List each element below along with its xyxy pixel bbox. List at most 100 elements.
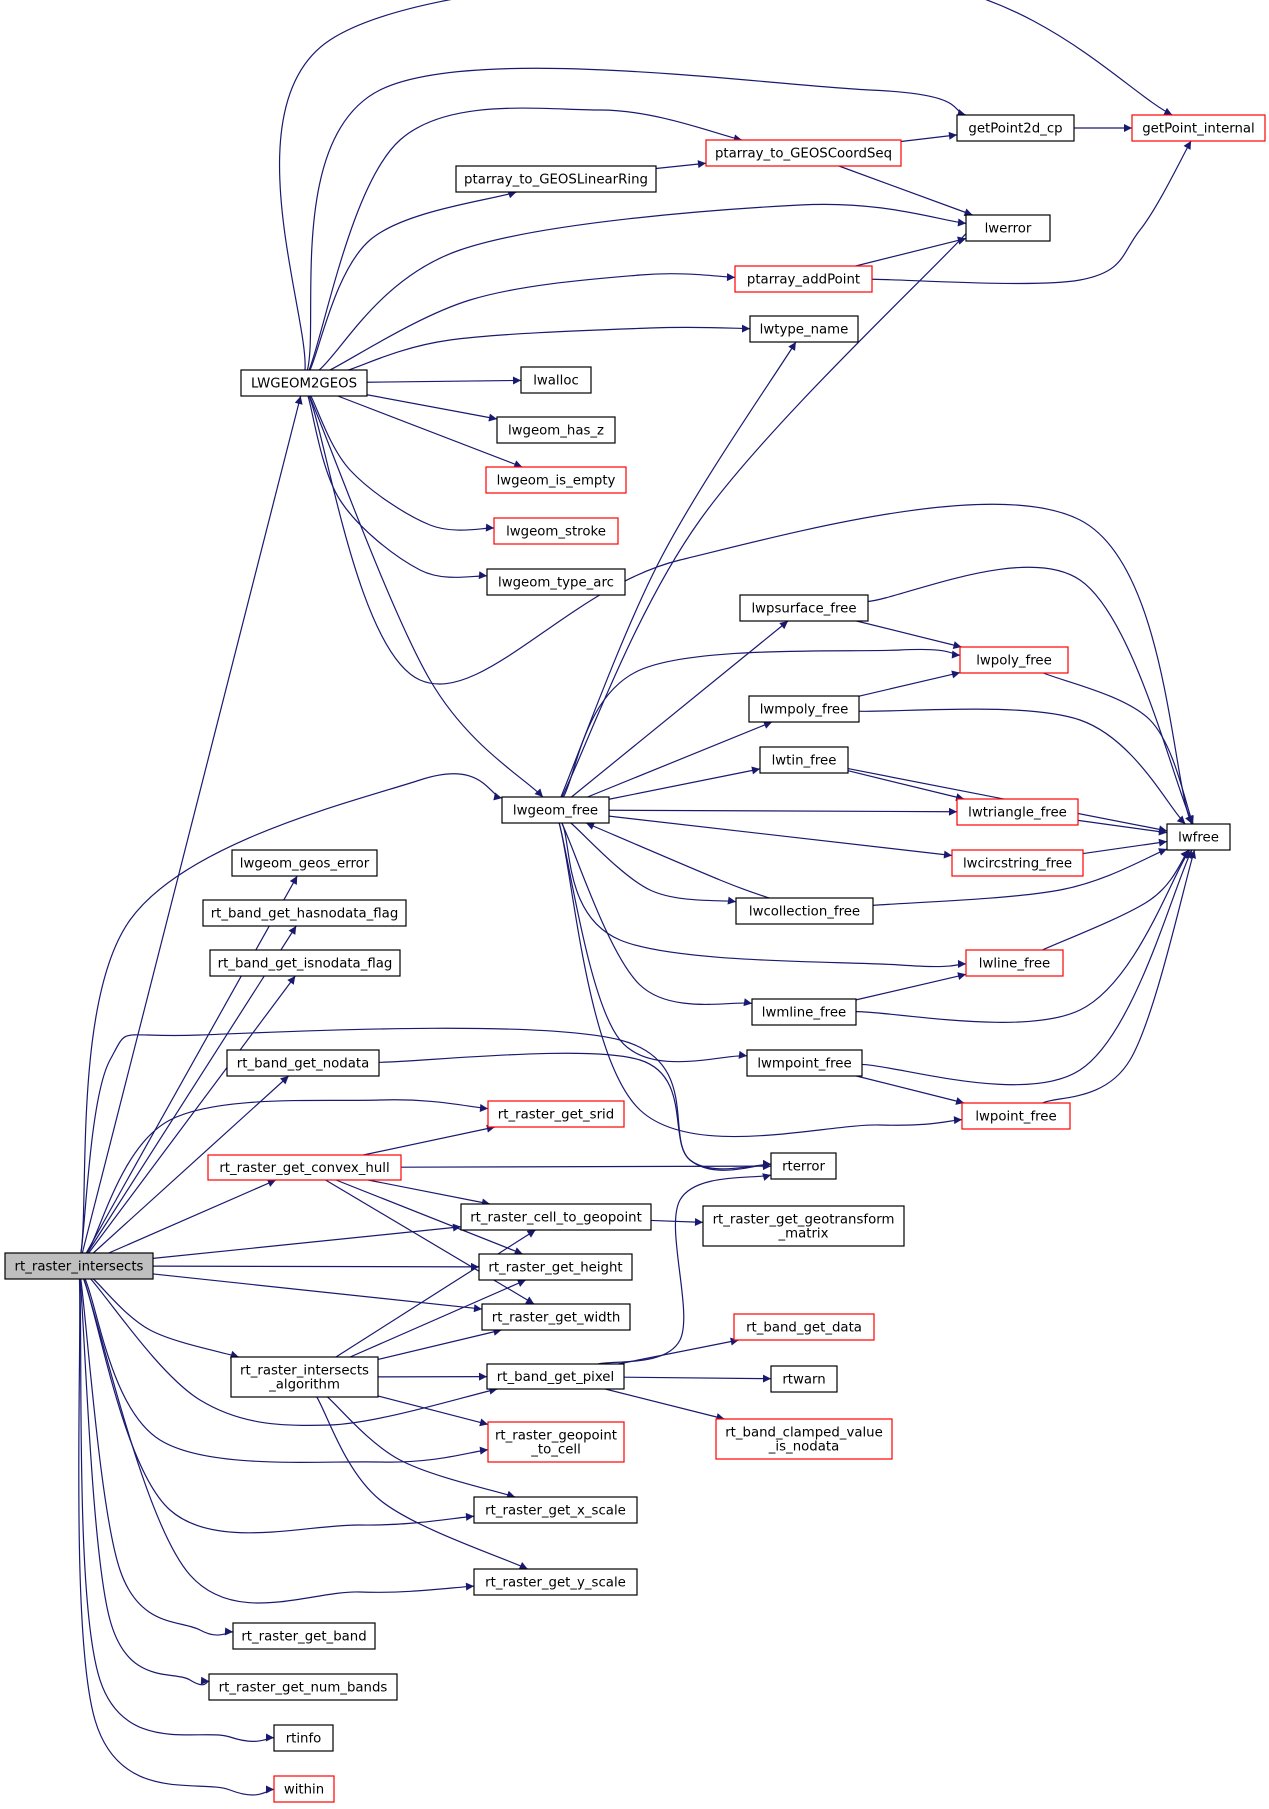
node-label: lwpsurface_free xyxy=(751,602,856,617)
node-label: ptarray_addPoint xyxy=(747,273,860,288)
edge-rt_raster_intersects-to-rt_raster_get_y_scale xyxy=(83,1278,475,1604)
node-lwpoly_free[interactable]: lwpoly_free xyxy=(959,646,1069,674)
node-rt_band_get_data[interactable]: rt_band_get_data xyxy=(733,1313,875,1341)
node-box xyxy=(226,1049,380,1077)
edge-LWGEOM2GEOS-to-getPoint2d_cp xyxy=(306,67,966,371)
edge-ptarray_addPoint-to-getPoint_internal xyxy=(871,140,1192,285)
node-label: ptarray_to_GEOSCoordSeq xyxy=(715,147,892,162)
edge-rt_raster_intersects_algorithm-to-rt_raster_get_x_scale xyxy=(327,1396,516,1499)
node-lwmpoly_free[interactable]: lwmpoly_free xyxy=(748,695,860,723)
node-box xyxy=(715,1418,893,1460)
node-ptarray_to_GEOSLinearRing[interactable]: ptarray_to_GEOSLinearRing xyxy=(455,165,657,193)
node-within[interactable]: within xyxy=(273,1775,335,1803)
node-lwfree[interactable]: lwfree xyxy=(1166,823,1231,851)
node-rt_band_clamped_value_is_nodata[interactable]: rt_band_clamped_value_is_nodata xyxy=(715,1418,893,1460)
node-label: lwgeom_stroke xyxy=(506,525,606,540)
node-lwalloc[interactable]: lwalloc xyxy=(520,366,592,394)
node-lwmline_free[interactable]: lwmline_free xyxy=(751,998,857,1026)
node-lwgeom_free[interactable]: lwgeom_free xyxy=(501,796,610,824)
node-lwpoint_free[interactable]: lwpoint_free xyxy=(961,1102,1071,1130)
edge-lwgeom_free-to-lwpsurface_free xyxy=(571,620,789,798)
node-lwgeom_has_z[interactable]: lwgeom_has_z xyxy=(496,416,616,444)
node-rt_band_get_isnodata_flag[interactable]: rt_band_get_isnodata_flag xyxy=(209,949,401,977)
node-box xyxy=(202,899,407,927)
node-lwgeom_stroke[interactable]: lwgeom_stroke xyxy=(493,517,619,545)
node-box xyxy=(520,366,592,394)
node-rt_raster_get_height[interactable]: rt_raster_get_height xyxy=(478,1253,633,1281)
node-rt_raster_get_convex_hull[interactable]: rt_raster_get_convex_hull xyxy=(207,1154,402,1181)
node-rt_raster_get_y_scale[interactable]: rt_raster_get_y_scale xyxy=(473,1568,638,1596)
edge-lwgeom_free-to-lwcollection_free xyxy=(570,822,737,905)
node-lwtin_free[interactable]: lwtin_free xyxy=(759,746,849,774)
node-box xyxy=(961,1102,1071,1130)
node-rt_raster_get_srid[interactable]: rt_raster_get_srid xyxy=(487,1100,625,1128)
edge-ptarray_to_GEOSLinearRing-to-ptarray_to_GEOSCoordSeq xyxy=(655,160,707,170)
node-rt_band_get_nodata[interactable]: rt_band_get_nodata xyxy=(226,1049,380,1077)
node-box xyxy=(4,1252,154,1280)
node-lwcollection_free[interactable]: lwcollection_free xyxy=(735,897,874,925)
node-lwmpoint_free[interactable]: lwmpoint_free xyxy=(746,1049,863,1077)
node-LWGEOM2GEOS[interactable]: LWGEOM2GEOS xyxy=(240,369,368,397)
node-rt_band_get_pixel[interactable]: rt_band_get_pixel xyxy=(486,1363,625,1390)
node-getPoint_internal[interactable]: getPoint_internal xyxy=(1131,114,1266,142)
node-box xyxy=(208,1673,398,1701)
node-label: rt_raster_get_convex_hull xyxy=(219,1161,389,1176)
node-box xyxy=(748,695,860,723)
node-label: rt_band_get_pixel xyxy=(497,1370,614,1385)
edge-LWGEOM2GEOS-to-lwtype_name xyxy=(347,324,751,371)
node-lwline_free[interactable]: lwline_free xyxy=(965,949,1064,977)
edge-rt_raster_intersects-to-rt_raster_intersects_algorithm xyxy=(93,1278,239,1359)
node-lwgeom_geos_error[interactable]: lwgeom_geos_error xyxy=(231,849,378,877)
node-box xyxy=(1131,114,1266,142)
edge-ptarray_to_GEOSCoordSeq-to-getPoint2d_cp xyxy=(900,131,958,143)
node-rt_raster_get_x_scale[interactable]: rt_raster_get_x_scale xyxy=(473,1496,638,1524)
node-box xyxy=(746,1049,863,1077)
node-lwtriangle_free[interactable]: lwtriangle_free xyxy=(956,798,1079,826)
edge-lwline_free-to-lwfree xyxy=(1042,849,1189,951)
edge-lwgeom_free-to-lwmpoly_free xyxy=(587,721,773,798)
node-label: rt_raster_get_band xyxy=(241,1630,366,1645)
node-lwgeom_type_arc[interactable]: lwgeom_type_arc xyxy=(486,568,626,596)
node-lwcircstring_free[interactable]: lwcircstring_free xyxy=(951,849,1084,877)
node-label: LWGEOM2GEOS xyxy=(251,377,357,392)
node-rtinfo[interactable]: rtinfo xyxy=(273,1724,334,1752)
node-rt_raster_get_band[interactable]: rt_raster_get_band xyxy=(232,1622,376,1650)
node-label: getPoint2d_cp xyxy=(968,122,1062,137)
node-rt_raster_get_geotransform_matrix[interactable]: rt_raster_get_geotransform_matrix xyxy=(702,1205,905,1247)
edge-rt_raster_intersects-to-LWGEOM2GEOS xyxy=(81,395,303,1254)
edge-rt_raster_intersects-to-rt_raster_get_convex_hull xyxy=(108,1179,277,1254)
node-label: rt_band_get_nodata xyxy=(237,1057,369,1072)
node-rt_raster_intersects_algorithm[interactable]: rt_raster_intersects_algorithm xyxy=(230,1356,379,1398)
edge-LWGEOM2GEOS-to-ptarray_to_GEOSLinearRing xyxy=(309,190,517,371)
node-label: rt_raster_cell_to_geopoint xyxy=(470,1211,642,1226)
node-rt_raster_cell_to_geopoint[interactable]: rt_raster_cell_to_geopoint xyxy=(460,1203,652,1231)
node-lwgeom_is_empty[interactable]: lwgeom_is_empty xyxy=(485,466,627,494)
edge-LWGEOM2GEOS-to-lwgeom_has_z xyxy=(366,394,498,422)
node-rt_raster_get_num_bands[interactable]: rt_raster_get_num_bands xyxy=(208,1673,398,1701)
node-rtwarn[interactable]: rtwarn xyxy=(770,1365,838,1393)
node-rt_band_get_hasnodata_flag[interactable]: rt_band_get_hasnodata_flag xyxy=(202,899,407,927)
node-getPoint2d_cp[interactable]: getPoint2d_cp xyxy=(956,114,1075,142)
edge-lwgeom_free-to-lwmline_free xyxy=(561,822,753,1007)
node-box xyxy=(273,1724,334,1752)
node-lwpsurface_free[interactable]: lwpsurface_free xyxy=(739,594,869,622)
edge-rt_raster_get_convex_hull-to-rt_raster_get_srid xyxy=(363,1124,496,1156)
node-box xyxy=(473,1568,638,1596)
node-box xyxy=(481,1303,631,1331)
node-lwtype_name[interactable]: lwtype_name xyxy=(749,315,859,343)
node-rt_raster_geopoint_to_cell[interactable]: rt_raster_geopoint_to_cell xyxy=(487,1421,625,1463)
node-rt_raster_get_width[interactable]: rt_raster_get_width xyxy=(481,1303,631,1331)
node-box xyxy=(770,1152,837,1180)
node-label: lwcircstring_free xyxy=(963,857,1072,872)
node-rterror[interactable]: rterror xyxy=(770,1152,837,1180)
edge-rt_raster_intersects-to-rtinfo xyxy=(79,1278,275,1742)
edges-layer xyxy=(78,0,1200,1796)
node-box xyxy=(959,646,1069,674)
node-lwerror[interactable]: lwerror xyxy=(965,214,1051,242)
node-label: lwmpoly_free xyxy=(760,703,849,718)
node-ptarray_addPoint[interactable]: ptarray_addPoint xyxy=(734,265,873,293)
node-label: lwgeom_free xyxy=(513,804,598,819)
node-ptarray_to_GEOSCoordSeq[interactable]: ptarray_to_GEOSCoordSeq xyxy=(705,139,902,167)
edge-lwgeom_free-to-lwmpoint_free xyxy=(558,822,748,1063)
node-rt_raster_intersects[interactable]: rt_raster_intersects xyxy=(4,1252,154,1280)
